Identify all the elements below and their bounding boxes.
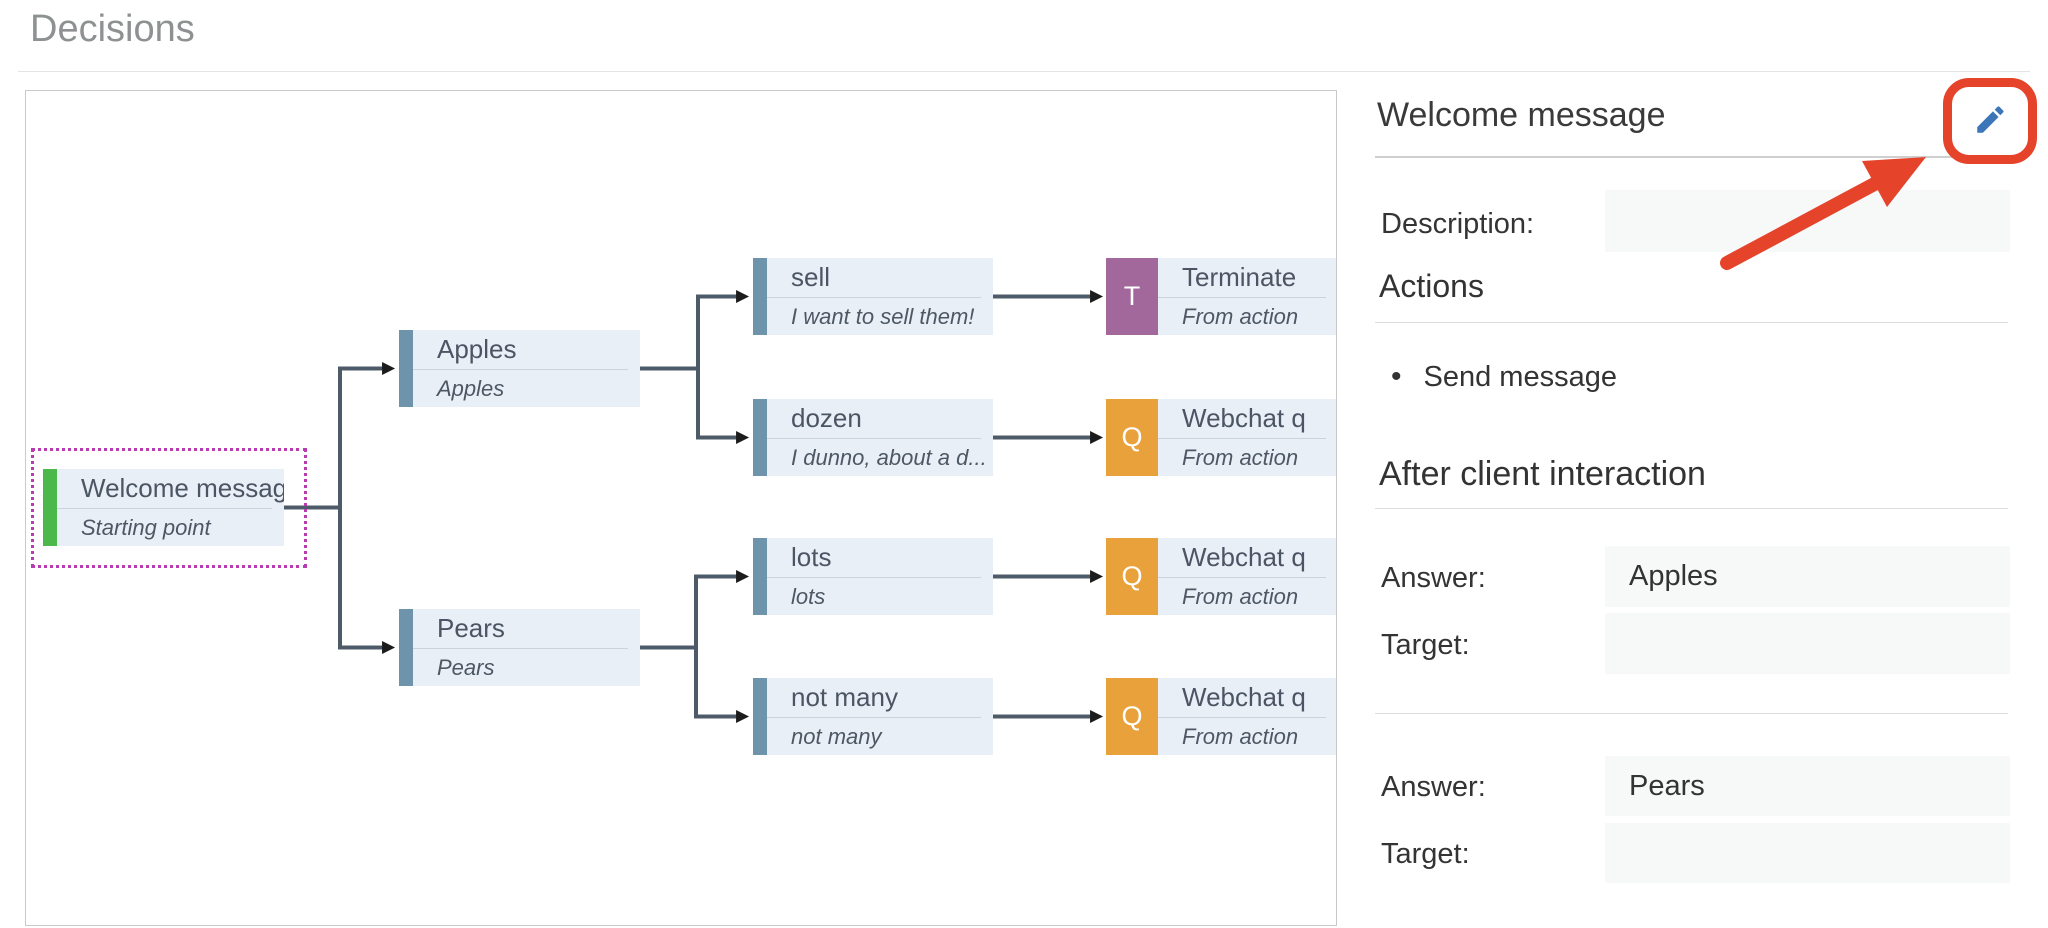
target-label: Target:	[1381, 629, 1470, 661]
node-subtitle: I dunno, about a d...	[791, 444, 987, 470]
answer-node-bar	[753, 258, 767, 335]
node-title: sell	[791, 262, 831, 292]
answer-label: Answer:	[1381, 562, 1486, 594]
bullet-icon: •	[1391, 360, 1402, 393]
details-panel-title: Welcome message	[1377, 96, 1666, 134]
node-title: Webchat q	[1182, 542, 1306, 572]
terminate-icon: T	[1106, 258, 1158, 335]
node-title: Webchat q	[1182, 403, 1306, 433]
node-terminate[interactable]: T Terminate From action	[1106, 258, 1336, 335]
target-field	[1605, 823, 2010, 883]
page-title-divider	[18, 71, 2030, 72]
node-divider	[767, 438, 981, 439]
node-welcome-message[interactable]: Welcome message Starting point	[43, 469, 284, 546]
answer-field: Pears	[1605, 756, 2010, 816]
description-field	[1605, 190, 2010, 252]
target-label: Target:	[1381, 838, 1470, 870]
node-pears[interactable]: Pears Pears	[399, 609, 640, 686]
node-subtitle: I want to sell them!	[791, 303, 975, 329]
node-dozen[interactable]: dozen I dunno, about a d...	[753, 399, 993, 476]
node-divider	[767, 717, 981, 718]
interaction-divider	[1375, 713, 2008, 714]
node-subtitle: not many	[791, 723, 882, 749]
node-divider	[1158, 438, 1326, 439]
node-subtitle: lots	[791, 583, 826, 609]
selected-node-outline	[31, 448, 307, 568]
node-webchat-q-2[interactable]: Q Webchat q From action	[1106, 538, 1336, 615]
answer-node-bar	[753, 399, 767, 476]
node-divider	[1158, 717, 1326, 718]
edit-button[interactable]	[1958, 90, 2022, 150]
node-title: Pears	[437, 613, 505, 643]
answer-field: Apples	[1605, 546, 2010, 607]
node-divider	[413, 369, 628, 370]
node-divider	[413, 648, 628, 649]
node-subtitle: Starting point	[81, 514, 211, 540]
node-divider	[767, 577, 981, 578]
node-subtitle: Apples	[437, 375, 505, 401]
node-divider	[1158, 297, 1326, 298]
start-node-bar	[43, 469, 57, 546]
node-webchat-q-1[interactable]: Q Webchat q From action	[1106, 399, 1336, 476]
node-sell[interactable]: sell I want to sell them!	[753, 258, 993, 335]
node-divider	[767, 297, 981, 298]
page-title: Decisions	[30, 8, 195, 50]
after-interaction-heading: After client interaction	[1379, 455, 1706, 493]
actions-divider	[1375, 322, 2008, 323]
node-lots[interactable]: lots lots	[753, 538, 993, 615]
answer-node-bar	[399, 330, 413, 407]
node-subtitle: From action	[1182, 583, 1299, 609]
node-divider	[1158, 577, 1326, 578]
answer-label: Answer:	[1381, 771, 1486, 803]
node-apples[interactable]: Apples Apples	[399, 330, 640, 407]
node-title: not many	[791, 682, 898, 712]
node-title: Apples	[437, 334, 517, 364]
after-interaction-divider	[1375, 508, 2008, 509]
question-icon: Q	[1106, 399, 1158, 476]
decision-tree-canvas: Welcome message Starting point Apples Ap…	[25, 90, 1337, 926]
node-divider	[57, 508, 272, 509]
action-list-item: • Send message	[1391, 360, 1617, 394]
description-label: Description:	[1381, 208, 1535, 240]
actions-heading: Actions	[1379, 268, 1484, 304]
node-not-many[interactable]: not many not many	[753, 678, 993, 755]
question-icon: Q	[1106, 538, 1158, 615]
action-label: Send message	[1423, 360, 1617, 393]
node-webchat-q-3[interactable]: Q Webchat q From action	[1106, 678, 1336, 755]
details-title-divider	[1375, 156, 2008, 158]
node-title: Webchat q	[1182, 682, 1306, 712]
target-field	[1605, 613, 2010, 674]
node-subtitle: Pears	[437, 654, 495, 680]
pencil-icon	[1972, 102, 2008, 138]
answer-node-bar	[399, 609, 413, 686]
node-subtitle: From action	[1182, 444, 1299, 470]
node-title: dozen	[791, 403, 862, 433]
node-title: Welcome message	[81, 473, 284, 503]
answer-node-bar	[753, 538, 767, 615]
node-title: lots	[791, 542, 832, 572]
node-title: Terminate	[1182, 262, 1297, 292]
node-subtitle: From action	[1182, 723, 1299, 749]
node-subtitle: From action	[1182, 303, 1299, 329]
question-icon: Q	[1106, 678, 1158, 755]
answer-node-bar	[753, 678, 767, 755]
